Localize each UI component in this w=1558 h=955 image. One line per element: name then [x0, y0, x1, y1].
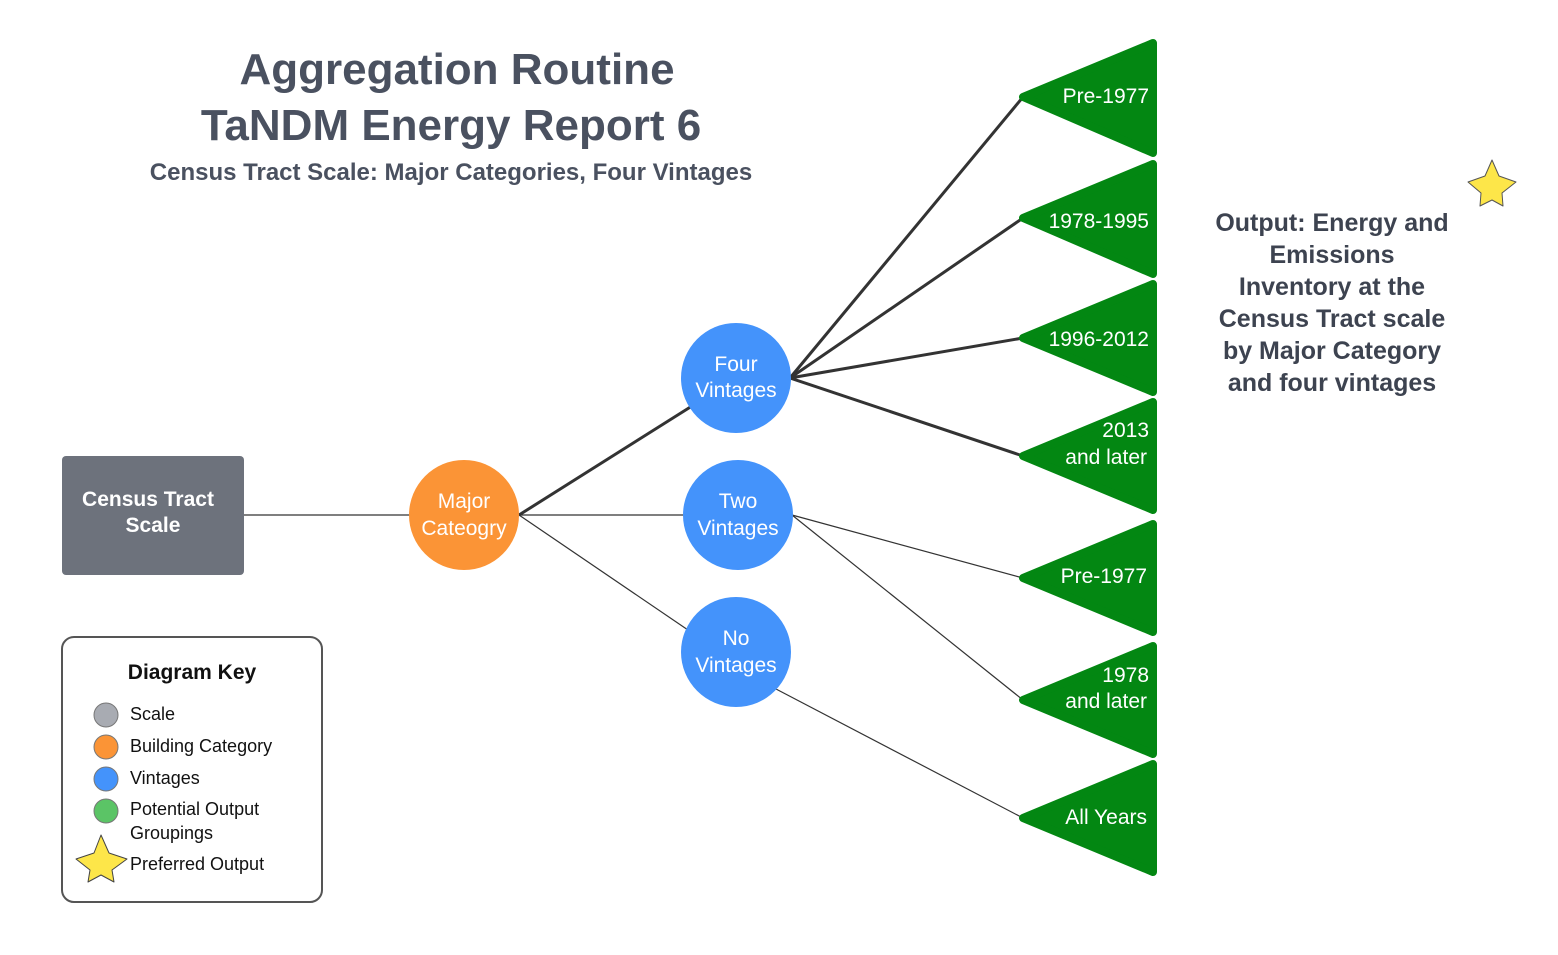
- output-triangle: [1019, 280, 1157, 396]
- output-grouping: All Years: [1019, 760, 1157, 876]
- output-label-line-1: 1978: [1102, 664, 1149, 687]
- key-title: Diagram Key: [128, 661, 257, 684]
- category-label-line-1: Major: [438, 490, 491, 513]
- output-grouping: 1978 and later: [1019, 642, 1157, 758]
- output-grouping: Pre-1977: [1019, 520, 1157, 636]
- four-vintages-label-line-1: Four: [714, 353, 757, 376]
- key-swatch-category: [93, 734, 119, 760]
- output-note-line-5: by Major Category: [1223, 337, 1441, 365]
- output-note-line-1: Output: Energy and: [1215, 209, 1448, 237]
- output-grouping: 1978-1995: [1019, 160, 1157, 278]
- category-node: Major Cateogry: [409, 460, 519, 570]
- four-vintages-label-line-2: Vintages: [695, 379, 776, 402]
- output-note-line-3: Inventory at the: [1239, 273, 1425, 301]
- scale-label-line-2: Scale: [126, 514, 181, 537]
- four-vintages-circle: [681, 323, 791, 433]
- output-note: Output: Energy and Emissions Inventory a…: [1215, 209, 1448, 397]
- scale-box: [62, 456, 244, 575]
- connectors: [244, 96, 1025, 819]
- output-label-line-1: All Years: [1065, 806, 1147, 829]
- output-grouping: 1996-2012: [1019, 280, 1157, 396]
- output-note-line-2: Emissions: [1269, 241, 1394, 269]
- key-label-output-line-2: Groupings: [130, 823, 213, 843]
- key-star-icon: [75, 834, 128, 883]
- output-triangle: [1019, 520, 1157, 636]
- key-box: [61, 636, 323, 903]
- output-label-line-2: and later: [1065, 446, 1147, 469]
- output-groupings: Pre-1977 1978-1995 1996-2012 2013 and la…: [1019, 39, 1157, 876]
- connector-two-out-2: [791, 514, 1024, 701]
- scale-node: Census Tract Scale: [62, 456, 244, 575]
- two-vintages-label-line-1: Two: [719, 490, 758, 513]
- no-vintages-circle: [681, 597, 791, 707]
- connector-four-out-2: [789, 216, 1024, 380]
- key-label-vintages: Vintages: [130, 768, 200, 788]
- connector-two-out-1: [791, 514, 1024, 579]
- output-grouping: 2013 and later: [1019, 398, 1157, 514]
- scale-label-line-1: Census Tract: [82, 488, 214, 511]
- two-vintages-circle: [683, 460, 793, 570]
- output-triangle: [1019, 39, 1157, 157]
- diagram-key: Diagram Key Scale Building Category Vint…: [61, 636, 323, 903]
- no-vintages-label-line-1: No: [723, 627, 750, 650]
- key-label-category: Building Category: [130, 736, 272, 756]
- key-swatch-output: [93, 798, 119, 824]
- subtitle: Census Tract Scale: Major Categories, Fo…: [150, 159, 752, 186]
- key-swatch-scale: [93, 702, 119, 728]
- two-vintages-label-line-2: Vintages: [697, 517, 778, 540]
- two-vintages-node: Two Vintages: [683, 460, 793, 570]
- four-vintages-node: Four Vintages: [681, 323, 791, 433]
- connector-four-out-1: [788, 96, 1025, 379]
- output-triangle: [1019, 760, 1157, 876]
- output-label-line-1: Pre-1977: [1063, 85, 1149, 108]
- no-vintages-node: No Vintages: [681, 597, 791, 707]
- title-line-2: TaNDM Energy Report 6: [201, 101, 701, 150]
- output-label-line-2: and later: [1065, 690, 1147, 713]
- key-swatch-vintages: [93, 766, 119, 792]
- category-label-line-2: Cateogry: [421, 517, 507, 540]
- connector-four-out-4: [789, 376, 1024, 458]
- connector-four-out-3: [789, 336, 1024, 380]
- output-note-line-6: and four vintages: [1228, 369, 1436, 397]
- output-note-line-4: Census Tract scale: [1219, 305, 1446, 333]
- output-grouping: Pre-1977: [1019, 39, 1157, 157]
- output-label-line-1: 1996-2012: [1049, 328, 1149, 351]
- output-label-line-1: Pre-1977: [1061, 565, 1147, 588]
- title-line-1: Aggregation Routine: [239, 45, 674, 94]
- key-label-preferred: Preferred Output: [130, 854, 264, 874]
- connector-none-out-1: [775, 688, 1024, 819]
- no-vintages-label-line-2: Vintages: [695, 654, 776, 677]
- category-circle: [409, 460, 519, 570]
- output-triangle: [1019, 160, 1157, 278]
- output-label-line-1: 2013: [1102, 419, 1149, 442]
- key-label-scale: Scale: [130, 704, 175, 724]
- connector-category-four: [518, 404, 693, 517]
- key-label-output: Potential Output: [130, 799, 259, 819]
- star-icon: [1467, 159, 1517, 207]
- preferred-output-star-icon: [1467, 159, 1517, 207]
- output-triangle: [1019, 642, 1157, 758]
- output-label-line-1: 1978-1995: [1049, 210, 1149, 233]
- connector-category-none: [518, 514, 689, 631]
- output-triangle: [1019, 398, 1157, 514]
